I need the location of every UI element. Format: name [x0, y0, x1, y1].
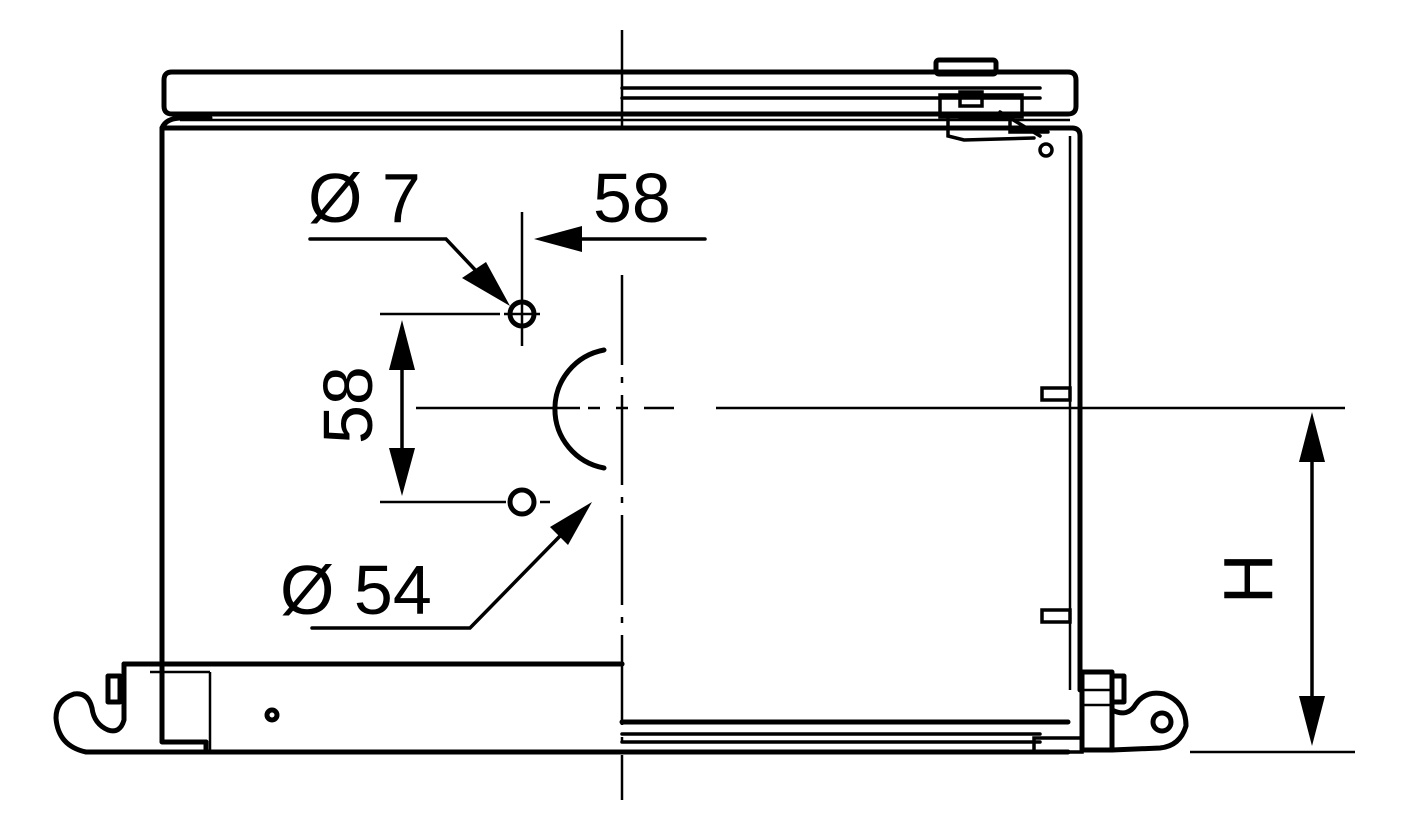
dimension-hole-54: Ø 54 — [280, 502, 592, 630]
label-height: H — [1209, 553, 1287, 604]
latch-top-right — [933, 57, 1054, 158]
top-cover — [161, 69, 1079, 122]
lower-small-hole — [507, 487, 537, 517]
bottom-rail — [117, 661, 1071, 755]
label-hole-7: Ø 7 — [308, 159, 421, 237]
label-58-vertical: 58 — [309, 366, 387, 444]
center-lines — [380, 30, 1355, 800]
dimension-hole-7: Ø 7 — [308, 159, 510, 306]
dimension-58-vertical: 58 — [309, 320, 415, 496]
box-body — [159, 115, 1083, 745]
dimension-58-horizontal: 58 — [534, 159, 707, 252]
label-58-horizontal: 58 — [593, 159, 671, 237]
latch-bottom-right — [1032, 669, 1189, 754]
hook-bottom-left — [53, 661, 127, 755]
label-hole-54: Ø 54 — [280, 551, 432, 629]
dimension-height: H — [1209, 412, 1325, 746]
